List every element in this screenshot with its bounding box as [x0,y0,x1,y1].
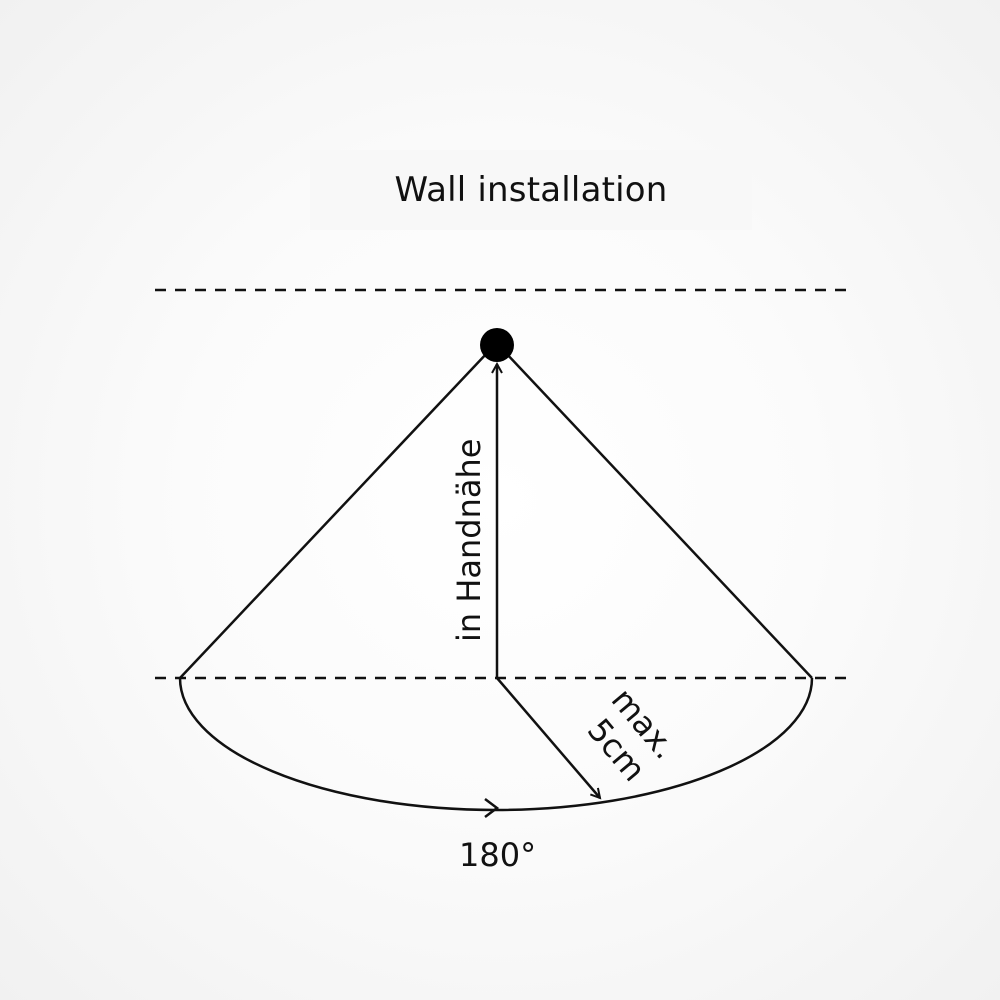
page-title: Wall installation [394,170,668,210]
title-box: Wall installation [310,150,752,230]
cone-left-edge [179,351,489,679]
angle-label: 180° [459,836,536,874]
arc-direction-arrow [484,798,500,818]
radius-arrow [496,677,600,798]
cone-right-edge [504,351,813,679]
radius-label-group: max. 5cm [580,681,684,789]
vertical-label: in Handnähe [450,439,488,642]
sensor-dot [480,328,514,362]
detection-arc [178,677,814,812]
